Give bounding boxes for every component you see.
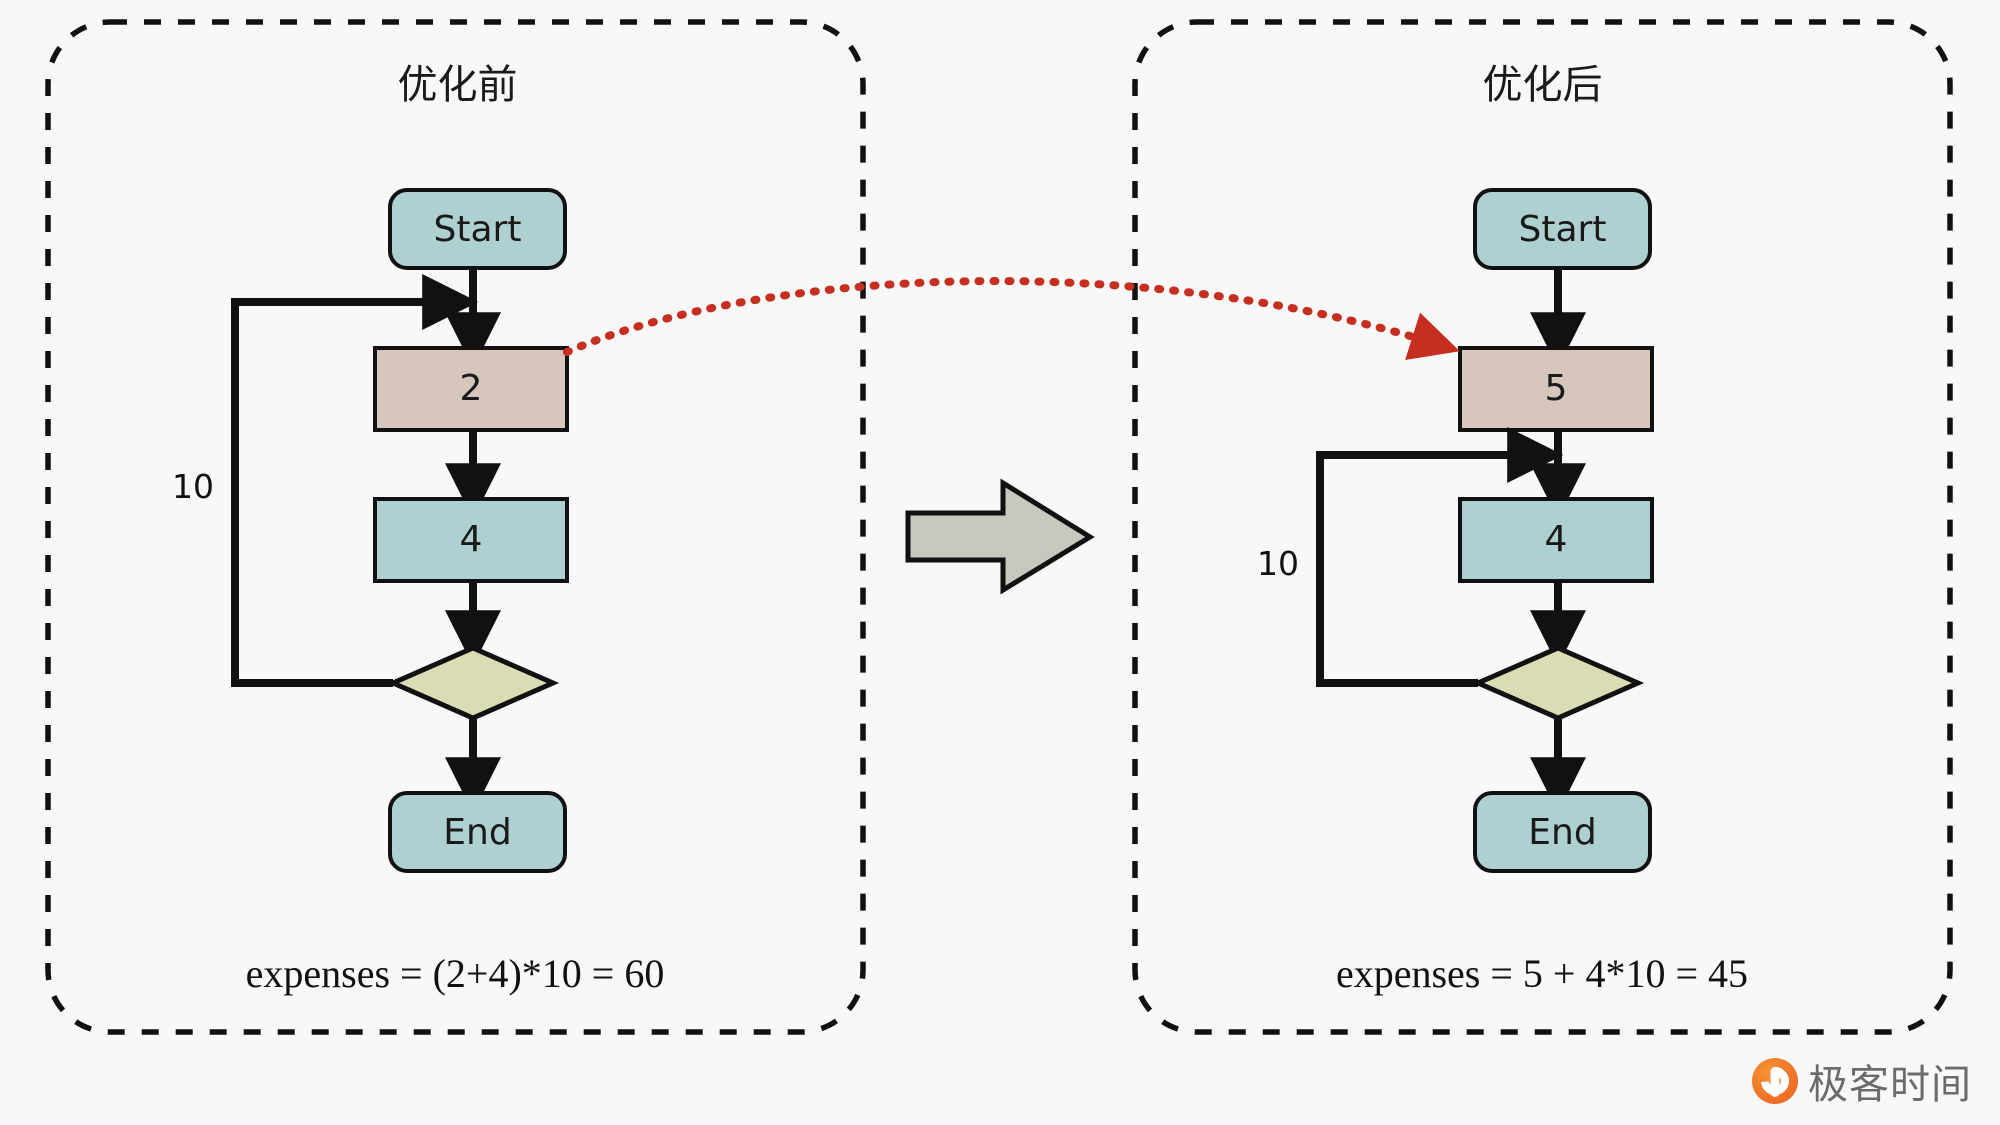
panel-before-border xyxy=(45,19,866,1035)
comparison-block-arrow xyxy=(905,478,1095,595)
panel-before-formula: expenses = (2+4)*10 = 60 xyxy=(245,951,665,996)
panel-after-formula: expenses = 5 + 4*10 = 45 xyxy=(1335,951,1749,996)
left-node-decision xyxy=(386,645,560,721)
right-node-end xyxy=(1473,791,1652,873)
right-node-decision xyxy=(1471,645,1645,721)
brand-logo-text: 极客时间 xyxy=(1808,1062,1972,1108)
left-node-start xyxy=(388,188,567,270)
left-loop-count-label: 10 xyxy=(172,467,214,506)
transform-arrow xyxy=(563,277,1460,360)
left-node-end xyxy=(388,791,567,873)
left-node-first xyxy=(373,346,569,432)
geekbang-logo-icon xyxy=(1752,1058,1798,1104)
panel-after-border xyxy=(1132,19,1953,1035)
right-node-second xyxy=(1458,497,1654,583)
left-loop-back-edge xyxy=(231,274,479,687)
panel-before-title: 优化前 xyxy=(397,62,518,108)
right-loop-count-label: 10 xyxy=(1257,544,1299,583)
brand-logo: 极客时间 xyxy=(1752,1052,1972,1110)
right-node-first xyxy=(1458,346,1654,432)
panel-after-title: 优化后 xyxy=(1482,62,1603,108)
right-loop-back-edge xyxy=(1316,427,1564,687)
left-node-second xyxy=(373,497,569,583)
right-node-start xyxy=(1473,188,1652,270)
